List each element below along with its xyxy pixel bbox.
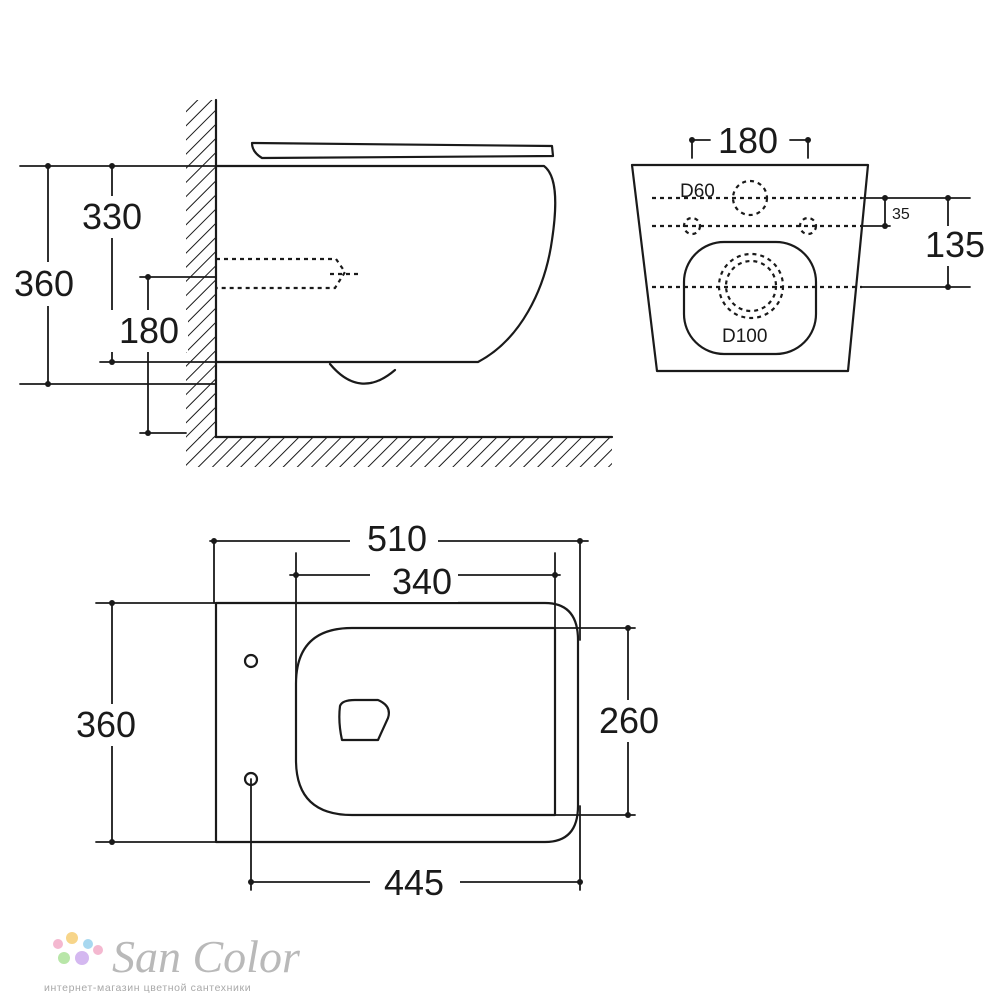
logo-dot bbox=[58, 952, 70, 964]
inner-outlet bbox=[682, 240, 818, 356]
fixing-hole-right bbox=[798, 216, 818, 236]
watermark-tagline: интернет-магазин цветной сантехники bbox=[44, 982, 251, 994]
wall-hatch bbox=[186, 100, 216, 438]
bowl-outline bbox=[214, 164, 557, 364]
logo-dot bbox=[83, 939, 93, 949]
label-drain-outlet: D100 bbox=[722, 326, 767, 347]
side-view: 360 330 180 bbox=[6, 98, 614, 467]
floor-hatch bbox=[186, 437, 612, 467]
dim-top-fixing-length: 445 bbox=[384, 862, 444, 903]
dim-front-bolt-spacing: 180 bbox=[718, 120, 778, 161]
logo-dot bbox=[93, 945, 103, 955]
bowl-outlet bbox=[328, 362, 397, 385]
drain-outlet-circle-outer bbox=[717, 252, 785, 320]
dim-top-overall-length: 510 bbox=[367, 518, 427, 559]
fixing-hole-left bbox=[682, 216, 702, 236]
top-body-outline bbox=[214, 601, 580, 844]
dim-top-overall-width: 360 bbox=[76, 704, 136, 745]
label-waste-outlet: D60 bbox=[680, 181, 715, 202]
watermark-brand: San Color bbox=[112, 931, 301, 982]
dim-side-overall-height: 360 bbox=[14, 263, 74, 304]
mounting-hole-top bbox=[243, 653, 259, 669]
dim-top-seat-length: 340 bbox=[392, 561, 452, 602]
top-seat-outline bbox=[294, 626, 557, 817]
logo-dot bbox=[53, 939, 63, 949]
watermark-logo: San Color интернет-магазин цветной санте… bbox=[44, 931, 301, 994]
internal-outlet-dashed bbox=[216, 257, 347, 290]
logo-dot bbox=[75, 951, 89, 965]
top-bowl-opening bbox=[338, 698, 390, 742]
dim-front-height-to-outlet: 135 bbox=[925, 224, 985, 265]
seat-lid bbox=[250, 141, 555, 160]
logo-dots bbox=[53, 932, 103, 965]
back-plate bbox=[630, 163, 870, 373]
front-view: D60 D100 180 35 135 bbox=[630, 120, 994, 373]
dim-top-seat-width: 260 bbox=[599, 700, 659, 741]
dim-side-bowl-height: 330 bbox=[82, 196, 142, 237]
logo-dot bbox=[66, 932, 78, 944]
dim-front-inlet-offset: 35 bbox=[892, 206, 910, 223]
top-view: 510 340 360 260 445 bbox=[66, 518, 670, 903]
drain-outlet-circle-inner bbox=[724, 259, 778, 313]
dim-side-drain-height: 180 bbox=[119, 310, 179, 351]
